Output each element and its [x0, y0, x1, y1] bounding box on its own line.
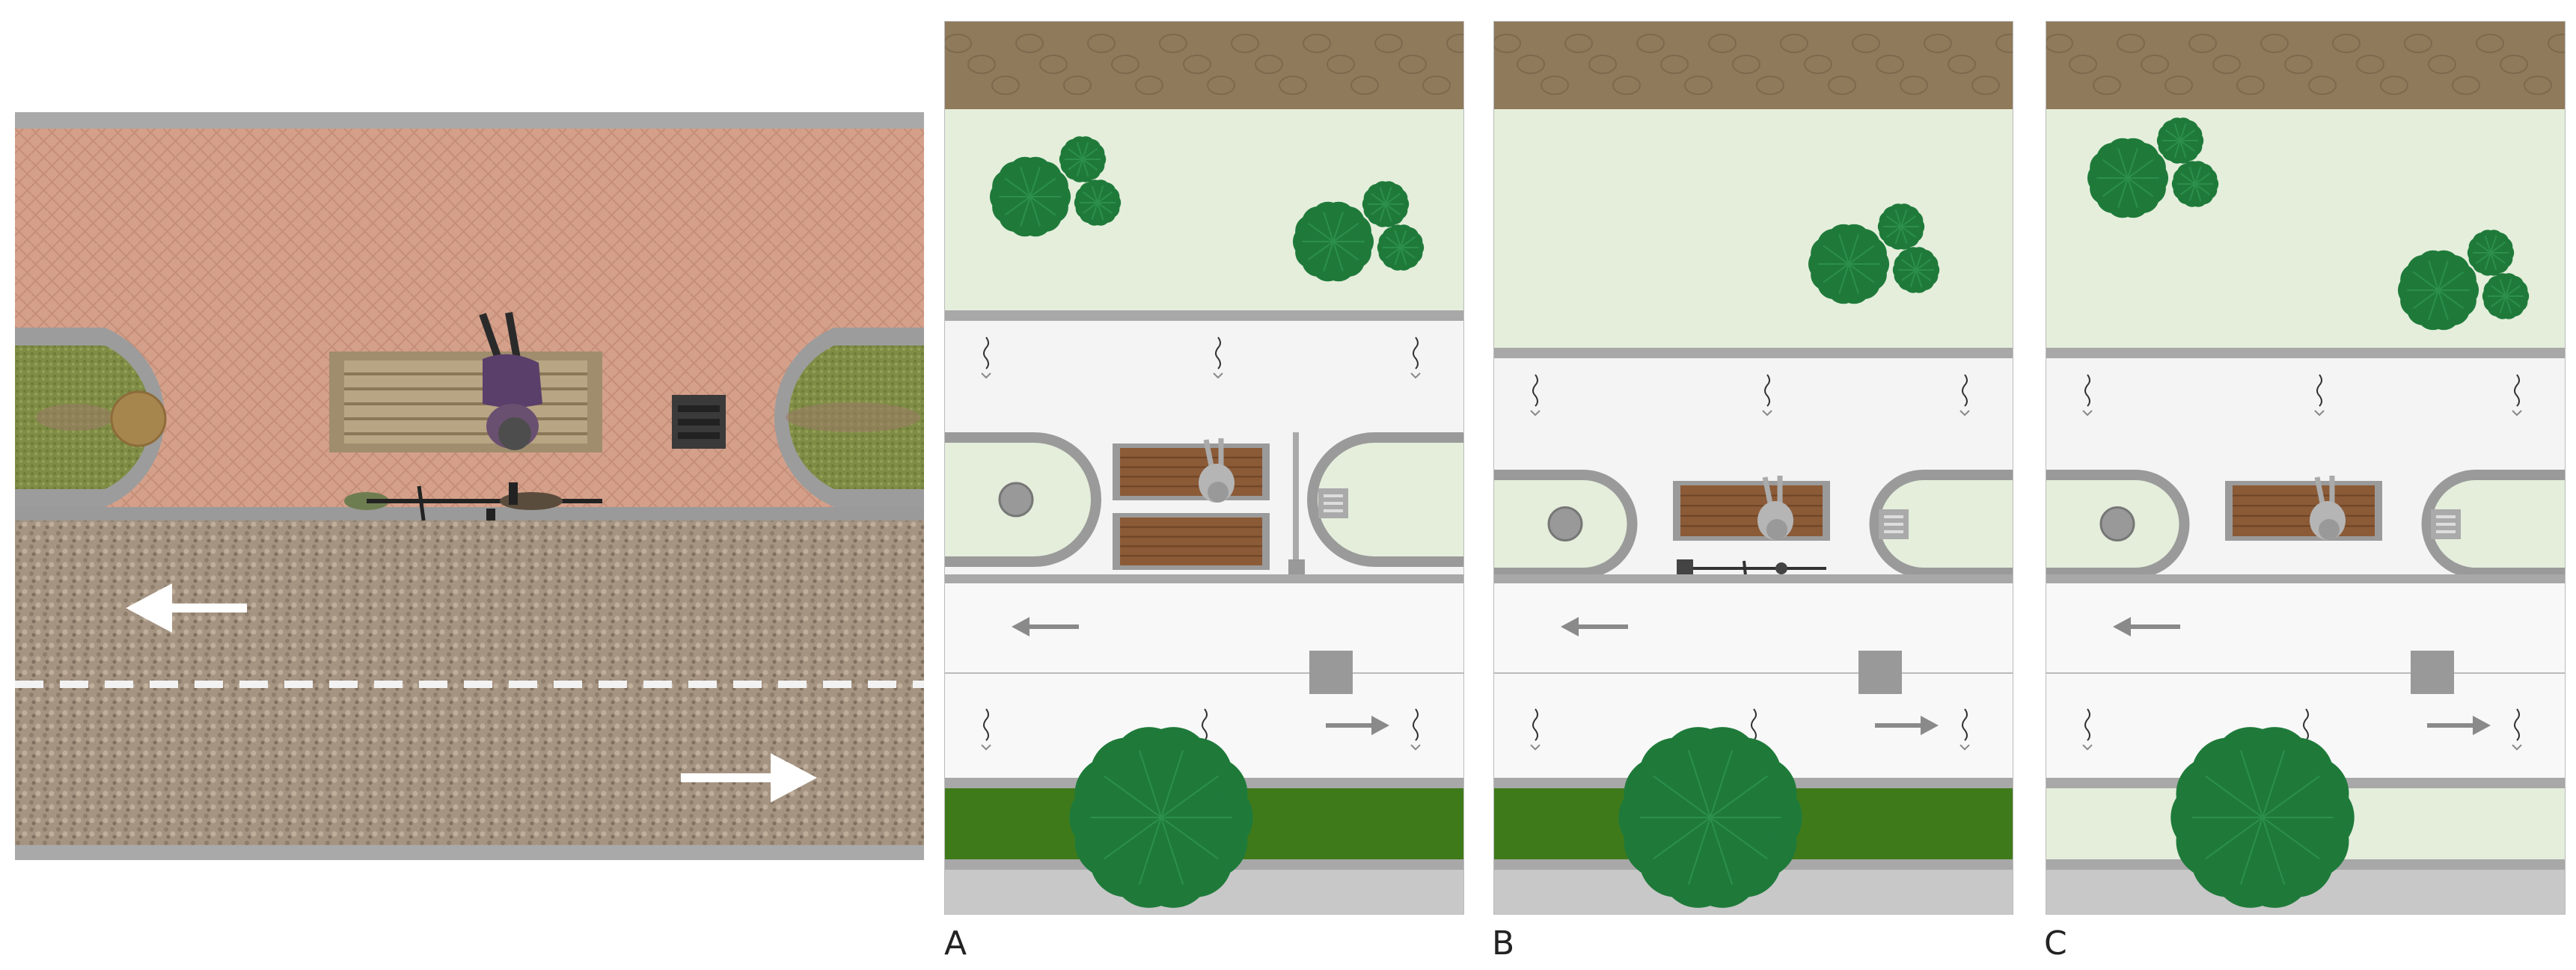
right-planter	[1869, 470, 2013, 578]
plan-panel-a	[944, 21, 1464, 915]
upper-lawn	[1493, 109, 2013, 348]
street-tree	[1618, 727, 1802, 908]
tree-grate	[2099, 506, 2135, 541]
trash-bin	[2431, 509, 2461, 539]
lawn-curb	[2046, 348, 2566, 358]
lamp-6	[2303, 708, 2309, 741]
stone-wall	[2046, 21, 2566, 109]
lamp-1	[2084, 374, 2090, 407]
tree-cluster-1	[2087, 117, 2219, 218]
arrow-right-icon	[1875, 716, 1939, 735]
lamp-4	[1532, 708, 1538, 741]
top-curb	[15, 112, 924, 129]
tree-cluster-1	[1808, 203, 1940, 304]
lamp-2	[1764, 374, 1770, 407]
lamp-3	[1413, 337, 1419, 369]
panel-border	[2046, 21, 2566, 915]
lamp-5	[1962, 708, 1968, 741]
panel-label-b: B	[1492, 924, 1515, 963]
arrow-right-icon	[1326, 716, 1389, 735]
lamp-5	[1413, 708, 1419, 741]
photo-panel	[15, 112, 924, 860]
lamp-1	[983, 337, 989, 369]
bench	[2225, 481, 2382, 541]
bench	[1673, 481, 1830, 541]
right-planter-flowers	[786, 402, 920, 432]
lamp-4	[2084, 708, 2090, 741]
seated-person	[479, 312, 542, 450]
lamp-2	[2316, 374, 2322, 407]
arrow-left-icon	[1012, 617, 1079, 636]
manhole	[1309, 651, 1353, 694]
panel-label-c: C	[2044, 924, 2067, 963]
trash-bin	[1318, 488, 1348, 518]
lamp-6	[1202, 708, 1208, 741]
manhole	[2411, 651, 2454, 694]
arrow-left-icon	[126, 583, 247, 633]
left-planter-tree-grate	[110, 390, 167, 447]
sidewalk-curb	[15, 507, 924, 521]
lawn-curb	[1493, 348, 2013, 358]
left-planter	[944, 432, 1101, 567]
bench-1	[1113, 443, 1270, 500]
lamp-5	[2514, 708, 2520, 741]
seated-person	[1757, 476, 1793, 540]
stone-wall	[944, 21, 1464, 109]
panel-border	[1493, 21, 2013, 915]
street-tree	[2170, 727, 2355, 908]
lamp-3	[2514, 374, 2520, 407]
tree-grate	[1547, 506, 1583, 541]
sidewalk-curb	[944, 574, 1464, 583]
arrow-left-icon	[2113, 617, 2180, 636]
bottom-curb	[15, 845, 924, 860]
seated-person	[1199, 438, 1235, 503]
bicycle	[1677, 559, 1826, 592]
tree-grate	[998, 482, 1034, 518]
sidewalk-curb	[2046, 574, 2566, 583]
stone-wall	[1493, 21, 2013, 109]
right-planter	[2421, 470, 2566, 578]
plan-panel-c	[2046, 21, 2566, 915]
tree-cluster-2	[2397, 230, 2530, 331]
lamp-6	[1751, 708, 1757, 741]
left-planter-flowers	[36, 404, 114, 431]
lamp-1	[1532, 374, 1538, 407]
arrow-left-icon	[1561, 617, 1628, 636]
sidewalk-curb	[1493, 574, 2013, 583]
lamp-3	[1962, 374, 1968, 407]
left-planter	[2046, 470, 2190, 578]
left-planter	[1493, 470, 1638, 578]
tree-cluster-2	[1292, 181, 1425, 282]
trash-bin	[1879, 509, 1909, 539]
trash-bin	[672, 395, 726, 449]
panel-label-a: A	[944, 924, 967, 963]
bench-2	[1113, 513, 1270, 570]
arrow-right-icon	[681, 753, 817, 802]
seated-person	[2310, 476, 2346, 540]
bicycle	[344, 482, 602, 543]
tree-cluster-1	[989, 136, 1122, 237]
lamp-2	[1215, 337, 1221, 369]
lawn-curb	[944, 310, 1464, 321]
manhole	[1858, 651, 1902, 694]
arrow-right-icon	[2427, 716, 2491, 735]
right-planter	[1307, 432, 1464, 567]
panel-border	[944, 21, 1464, 915]
bench	[329, 352, 602, 452]
street-tree	[1069, 727, 1253, 908]
lamp-4	[983, 708, 989, 741]
plan-panel-b	[1493, 21, 2013, 915]
